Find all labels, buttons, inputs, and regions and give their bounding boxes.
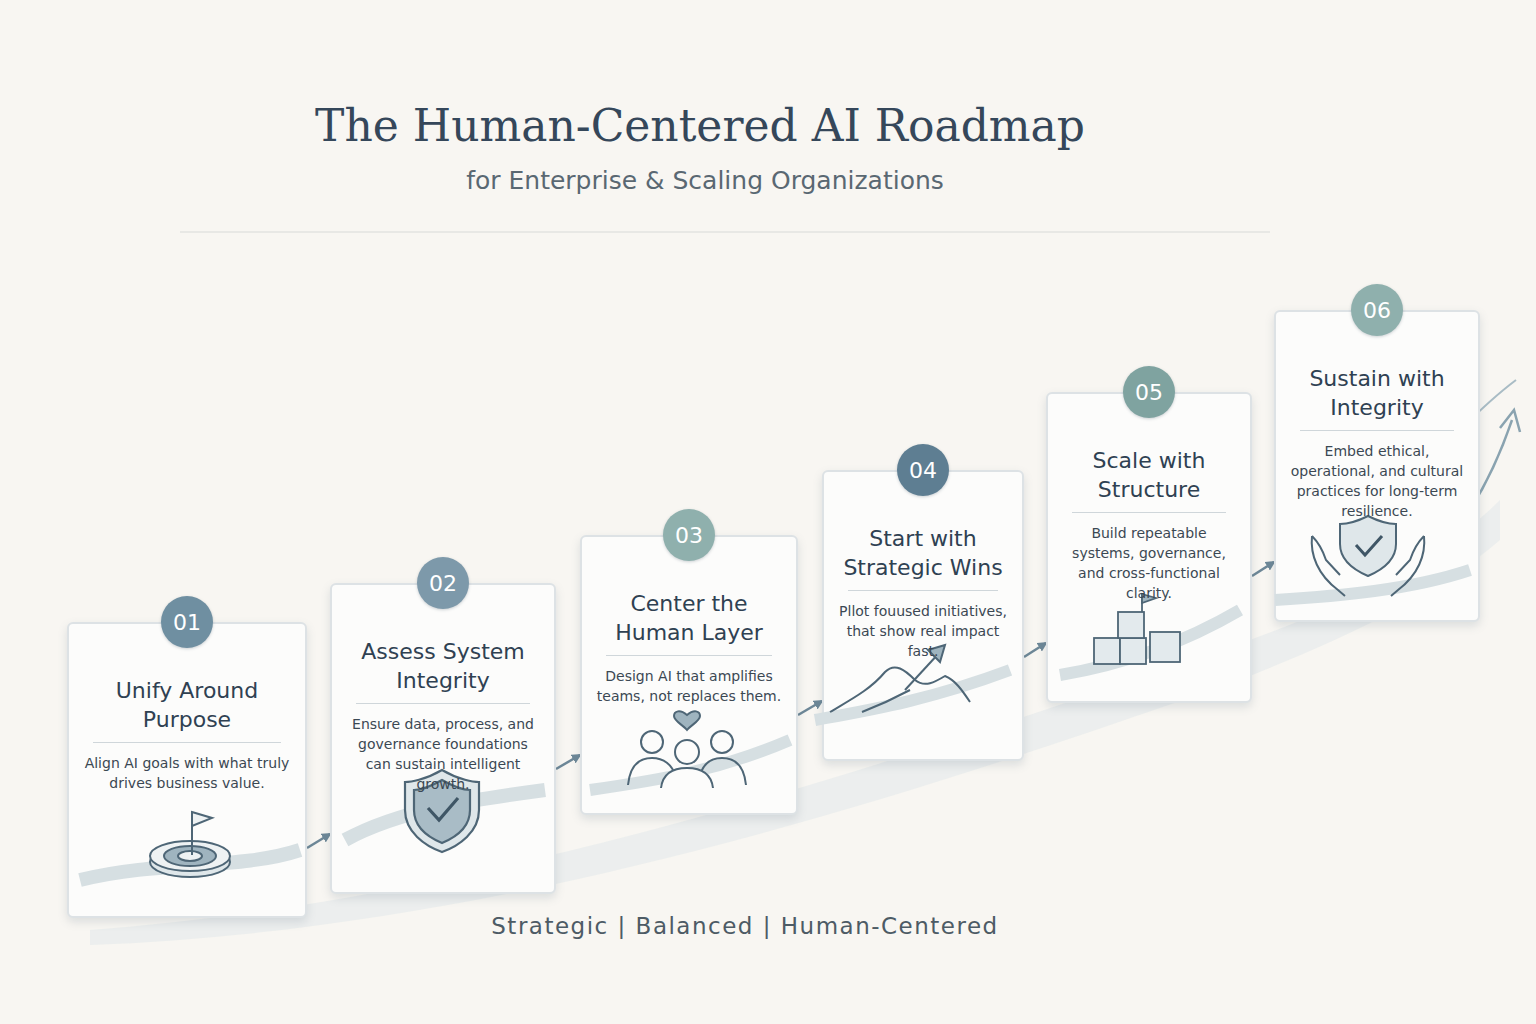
callout-number: 05 <box>1135 380 1163 405</box>
step-description: Embed ethical, operational, and cultural… <box>1290 441 1464 521</box>
step-heading: Center the Human Layer <box>596 589 782 647</box>
callout-number: 02 <box>429 571 457 596</box>
step-description: Pllot fouused initiatives, that show rea… <box>838 601 1008 661</box>
step-arrow <box>556 755 580 769</box>
callout-number: 03 <box>675 523 703 548</box>
step-description: Ensure data, process, and governance fou… <box>346 714 540 794</box>
step-description: Build repeatable systems, governance, an… <box>1062 523 1236 603</box>
step-heading: Sustain with Integrity <box>1290 364 1464 422</box>
heading-rule <box>93 742 281 743</box>
step-heading: Assess System Integrity <box>346 637 540 695</box>
step-arrow <box>1252 562 1274 576</box>
step-heading: Scale with Structure <box>1062 446 1236 504</box>
exit-arrow-head <box>1500 410 1520 432</box>
cubes-icon <box>1060 594 1240 675</box>
step-number-badge: 06 <box>1351 284 1403 336</box>
step-number-badge: 04 <box>897 444 949 496</box>
heading-rule <box>356 703 530 704</box>
heading-rule <box>606 655 772 656</box>
step-description: Design AI that amplifies teams, not repl… <box>596 666 782 706</box>
step-arrow <box>798 701 822 715</box>
target-icon <box>80 812 300 880</box>
callout-number: 01 <box>173 610 201 635</box>
title: The Human-Centered AI Roadmap <box>0 100 1400 151</box>
step-number-badge: 03 <box>663 509 715 561</box>
step-heading: Start with Strategic Wins <box>838 524 1008 582</box>
step-heading: Unify Around Purpose <box>83 676 291 734</box>
caption: Strategic | Balanced | Human-Centered <box>0 913 1490 939</box>
step-description: Align AI goals with what truly drives bu… <box>83 753 291 793</box>
title-rule <box>180 231 1270 233</box>
heading-rule <box>1300 430 1454 431</box>
hands-shield-icon <box>1275 516 1470 600</box>
callout-number: 04 <box>909 458 937 483</box>
step-arrow <box>307 834 330 848</box>
heading-rule <box>848 590 998 591</box>
step-arrow <box>1024 643 1046 657</box>
people-icon <box>590 711 790 790</box>
callout-number: 06 <box>1363 298 1391 323</box>
heading-rule <box>1072 512 1226 513</box>
mountain-icon <box>815 645 1010 720</box>
shield-icon <box>345 770 545 852</box>
step-number-badge: 02 <box>417 557 469 609</box>
subtitle: for Enterprise & Scaling Organizations <box>0 166 1410 195</box>
step-number-badge: 01 <box>161 596 213 648</box>
step-number-badge: 05 <box>1123 366 1175 418</box>
